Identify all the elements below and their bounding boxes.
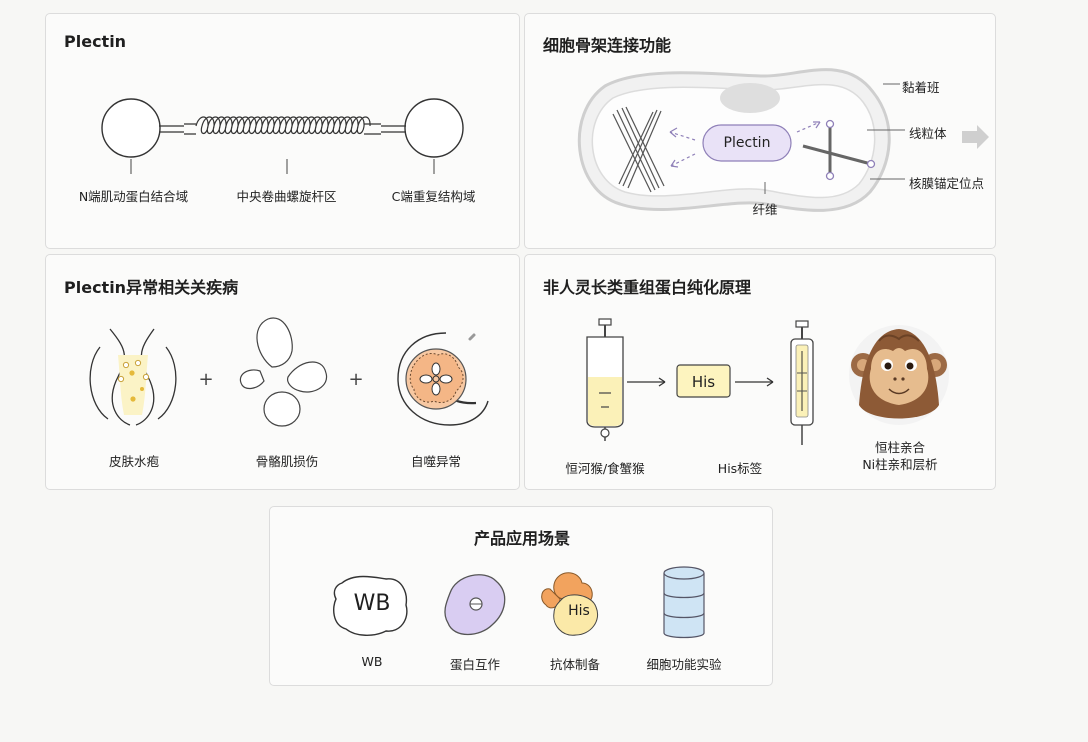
cell-diagram bbox=[577, 68, 989, 212]
panel-title: Plectin异常相关关疾病 bbox=[64, 278, 239, 297]
application-icons bbox=[333, 566, 705, 639]
label-fiber: 纤维 bbox=[752, 202, 778, 217]
label-affinity-line2: Ni柱亲和层析 bbox=[862, 457, 938, 472]
plus-sign-2: + bbox=[348, 369, 364, 390]
label-affinity-result: 恒柱亲合 Ni柱亲和层析 bbox=[845, 439, 955, 473]
label-autophagy: 自噬异常 bbox=[410, 454, 461, 469]
label-app-cell-function: 细胞功能实验 bbox=[646, 657, 722, 672]
label-app-antibody: 抗体制备 bbox=[549, 657, 600, 672]
label-mitochondria: 线粒体 bbox=[909, 126, 947, 141]
panel-title: 非人灵长类重组蛋白纯化原理 bbox=[543, 278, 752, 297]
disease-icons bbox=[89, 317, 489, 427]
label-affinity-line1: 恒柱亲合 bbox=[874, 440, 925, 455]
panel-cytoskeleton: 细胞骨架连接功能 Plect bbox=[524, 13, 996, 249]
label-n-terminal: N端肌动蛋白结合域 bbox=[78, 189, 189, 204]
his-icon-text: His bbox=[568, 603, 590, 619]
panel-title: 细胞骨架连接功能 bbox=[543, 36, 672, 55]
label-desmosome: 黏着班 bbox=[902, 80, 940, 95]
panel-purification: 非人灵长类重组蛋白纯化原理 bbox=[524, 254, 996, 490]
label-muscle-damage: 骨骼肌损伤 bbox=[255, 454, 319, 469]
label-skin-blister: 皮肤水疱 bbox=[108, 454, 159, 469]
label-c-terminal: C端重复结构域 bbox=[391, 189, 476, 204]
label-nuclear-anchor: 核膜锚定位点 bbox=[909, 176, 985, 191]
panel-applications: 产品应用场景 WB His WB 蛋白互作 抗体制备 细胞功能实验 bbox=[269, 506, 773, 686]
plectin-domain-diagram bbox=[101, 98, 464, 174]
plectin-center-label: Plectin bbox=[723, 135, 771, 151]
label-central-rod: 中央卷曲螺旋杆区 bbox=[236, 189, 337, 204]
panel-title: Plectin bbox=[64, 32, 127, 51]
wb-icon-text: WB bbox=[353, 591, 391, 616]
label-his-tag: His标签 bbox=[717, 461, 763, 476]
plus-sign-1: + bbox=[198, 369, 214, 390]
panel-title: 产品应用场景 bbox=[473, 529, 570, 548]
panel-plectin-structure: Plectin N端肌动蛋白结合域 中央卷曲螺旋杆区 C端重复结构域 bbox=[45, 13, 520, 249]
label-app-wb: WB bbox=[361, 654, 383, 669]
purification-diagram bbox=[586, 318, 949, 445]
panel-diseases: Plectin异常相关关疾病 bbox=[45, 254, 520, 490]
label-source-species: 恒河猴/食蟹猴 bbox=[565, 461, 645, 476]
label-app-interaction: 蛋白互作 bbox=[449, 657, 500, 672]
his-box-label: His bbox=[691, 373, 716, 391]
